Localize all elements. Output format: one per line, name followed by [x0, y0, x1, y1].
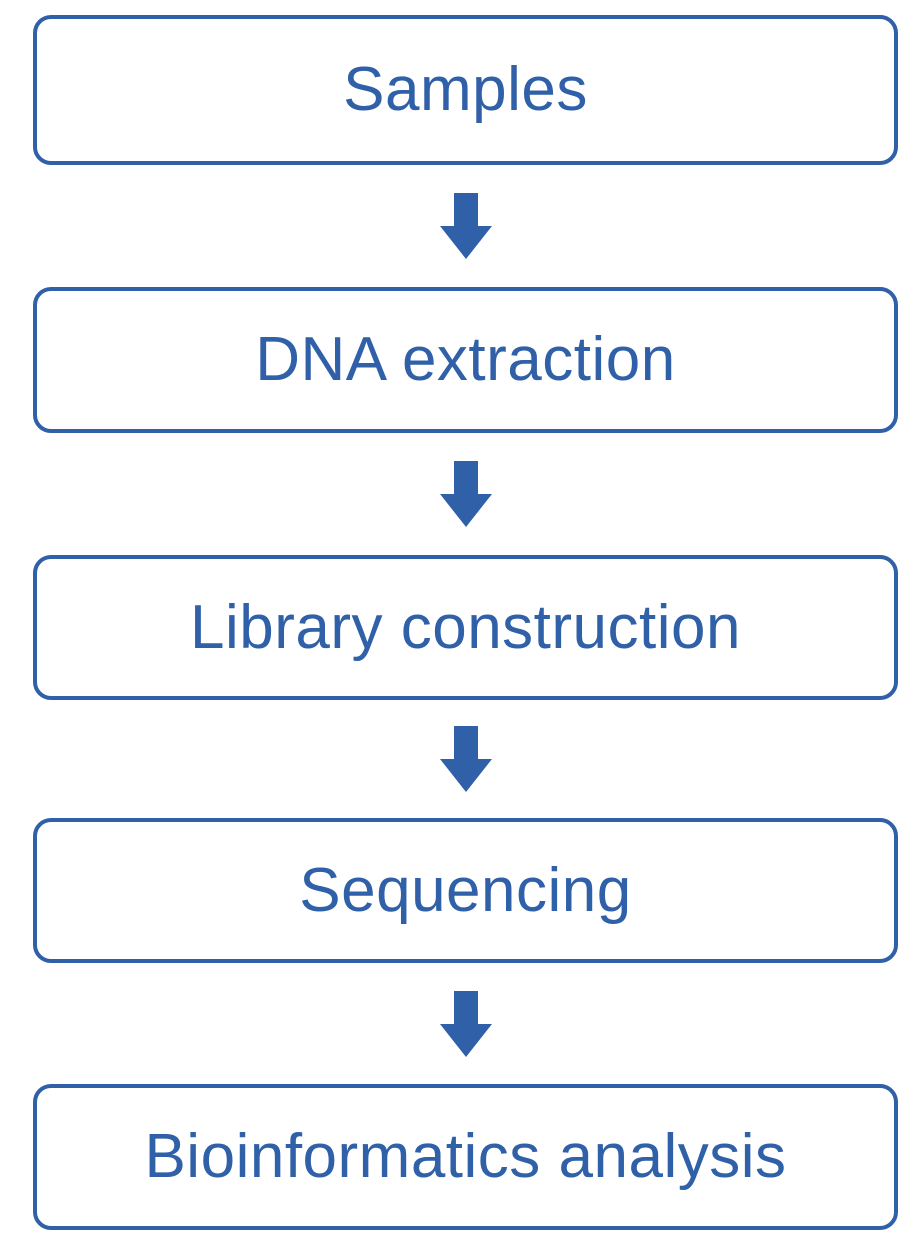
down-arrow-icon: [440, 193, 492, 259]
step-box-dna-extraction: DNA extraction: [33, 287, 898, 433]
step-box-bioinformatics-analysis: Bioinformatics analysis: [33, 1084, 898, 1230]
step-label-samples: Samples: [343, 55, 588, 124]
step-box-library-construction: Library construction: [33, 555, 898, 700]
step-box-samples: Samples: [33, 15, 898, 165]
step-label-sequencing: Sequencing: [299, 855, 632, 925]
step-label-bioinformatics-analysis: Bioinformatics analysis: [144, 1122, 787, 1191]
down-arrow-icon: [440, 461, 492, 527]
down-arrow-icon: [440, 726, 492, 792]
step-label-dna-extraction: DNA extraction: [255, 325, 676, 394]
down-arrow-icon: [440, 991, 492, 1057]
step-label-library-construction: Library construction: [189, 592, 742, 662]
step-box-sequencing: Sequencing: [33, 818, 898, 963]
